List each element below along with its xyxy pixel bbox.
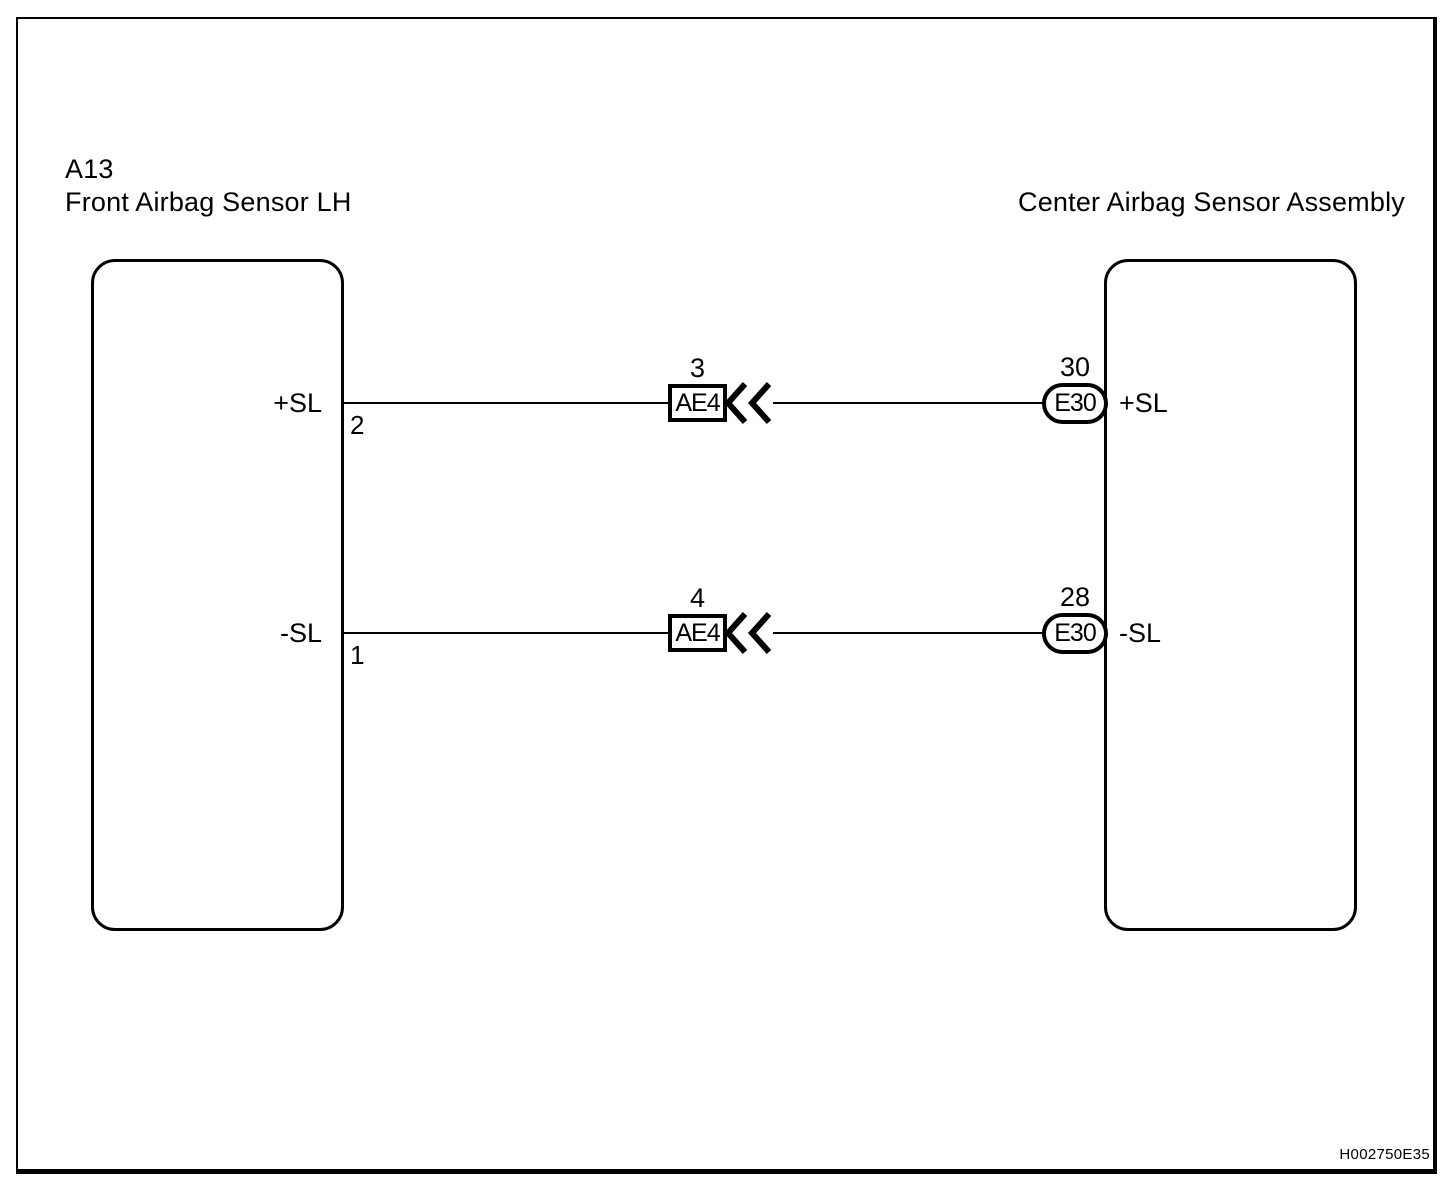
wire2-mid-connector-pin: 4 bbox=[689, 583, 706, 613]
wire2-right-connector: E30 bbox=[1042, 613, 1108, 654]
wire2-right-connector-label: E30 bbox=[1054, 619, 1096, 647]
wire1-right-signal-label: +SL bbox=[1119, 388, 1168, 418]
wire1-mid-connector: AE4 bbox=[668, 384, 727, 422]
wire1-left-pin-number: 2 bbox=[350, 410, 365, 440]
left-component-name: Front Airbag Sensor LH bbox=[65, 187, 352, 217]
wire2-mid-connector: AE4 bbox=[668, 614, 727, 652]
left-component-box bbox=[91, 259, 344, 931]
wire1-double-chevron-left-icon bbox=[724, 381, 772, 425]
wire2-mid-connector-label: AE4 bbox=[675, 618, 720, 647]
wire2-left-pin-number: 1 bbox=[350, 640, 365, 670]
wire1-segment-right bbox=[773, 402, 1043, 404]
wire1-mid-connector-pin: 3 bbox=[689, 353, 706, 383]
right-component-box bbox=[1104, 259, 1357, 931]
wire1-right-connector: E30 bbox=[1042, 383, 1108, 424]
wire2-segment-right bbox=[773, 632, 1043, 634]
wire2-left-signal-label: -SL bbox=[279, 618, 322, 648]
wire2-right-connector-pin: 28 bbox=[1059, 582, 1091, 612]
left-component-label: A13 Front Airbag Sensor LH bbox=[65, 153, 352, 219]
wire1-right-connector-pin: 30 bbox=[1059, 352, 1091, 382]
wire1-segment-left bbox=[343, 402, 670, 404]
wire2-segment-left bbox=[343, 632, 670, 634]
wire2-double-chevron-left-icon bbox=[724, 611, 772, 655]
page-border bbox=[16, 17, 1437, 1174]
wire1-left-signal-label: +SL bbox=[273, 388, 322, 418]
left-component-code: A13 bbox=[65, 154, 114, 184]
figure-code: H002750E35 bbox=[1339, 1146, 1430, 1163]
wire2-right-signal-label: -SL bbox=[1119, 618, 1162, 648]
wire1-mid-connector-label: AE4 bbox=[675, 388, 720, 417]
right-component-label: Center Airbag Sensor Assembly bbox=[1018, 187, 1405, 217]
wire1-right-connector-label: E30 bbox=[1054, 389, 1096, 417]
